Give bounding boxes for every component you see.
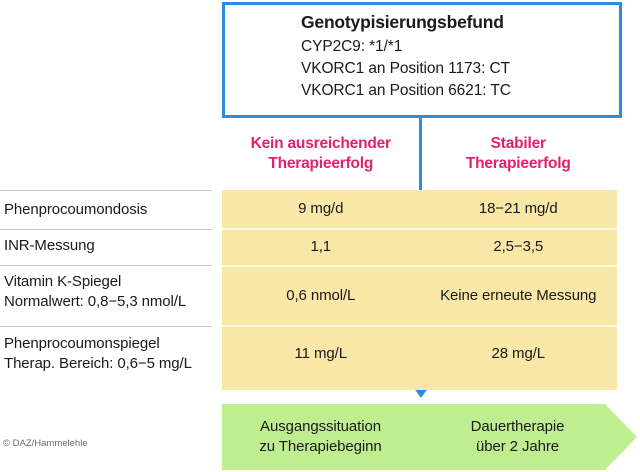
column-header-insufficient-line1: Kein ausreichender (250, 134, 391, 152)
value-separator-3 (222, 325, 617, 327)
row-label-vitamin-k-spiegel: Vitamin K-Spiegel Normalwert: 0,8−5,3 nm… (4, 272, 220, 312)
value-vitamin-k-stable: Keine erneute Messung (440, 286, 597, 304)
value-separator-1 (222, 228, 617, 230)
label-separator-3 (0, 326, 212, 327)
value-row-phenprocoumonspiegel: 11 mg/L 28 mg/L (222, 327, 617, 382)
credit-line: © DAZ/Hammelehle (3, 438, 88, 449)
row-label-phenprocoumonspiegel-therapeutic-range: Therap. Bereich: 0,6−5 mg/L (4, 354, 192, 372)
column-header-row: Kein ausreichender Therapieerfolg Stabil… (222, 122, 617, 186)
value-separator-2 (222, 265, 617, 267)
value-phenprocoumonspiegel-stable: 28 mg/L (491, 345, 546, 363)
column-header-stable-therapy: Stabiler Therapieerfolg (420, 122, 618, 186)
row-label-phenprocoumonspiegel-text: Phenprocoumonspiegel (4, 335, 160, 352)
row-label-vitamin-k-spiegel-text: Vitamin K-Spiegel (4, 273, 122, 290)
timeline-phase-maintenance-line2: über 2 Jahre (475, 438, 560, 455)
label-separator-2 (0, 265, 212, 266)
timeline-phase-baseline: Ausgangssituation zu Therapiebeginn (222, 404, 419, 470)
value-row-inr-messung: 1,1 2,5−3,5 (222, 230, 617, 265)
value-row-vitamin-k-spiegel: 0,6 nmol/L Keine erneute Messung (222, 267, 617, 325)
row-label-inr-messung: INR-Messung (4, 236, 220, 256)
column-header-stable-line2: Therapieerfolg (465, 155, 571, 172)
column-header-insufficient-therapy: Kein ausreichender Therapieerfolg (222, 122, 420, 186)
label-separator-top (0, 190, 212, 191)
row-label-inr-messung-text: INR-Messung (4, 237, 95, 254)
genotype-result-box: Genotypisierungsbefund CYP2C9: *1/*1 VKO… (222, 2, 622, 118)
timeline-banner: Ausgangssituation zu Therapiebeginn Daue… (222, 404, 637, 470)
value-phenprocoumondosis-insufficient: 9 mg/d (298, 199, 344, 217)
row-label-phenprocoumondosis-text: Phenprocoumondosis (4, 201, 148, 218)
genotype-box-title: Genotypisierungsbefund (301, 12, 504, 32)
timeline-phase-baseline-line1: Ausgangssituation (260, 418, 381, 436)
value-inr-stable: 2,5−3,5 (493, 238, 544, 256)
timeline-phase-baseline-line2: zu Therapiebeginn (259, 438, 382, 455)
row-label-phenprocoumondosis: Phenprocoumondosis (4, 200, 220, 220)
row-label-vitamin-k-spiegel-normal-range: Normalwert: 0,8−5,3 nmol/L (4, 292, 187, 310)
column-header-stable-line1: Stabiler (490, 134, 546, 152)
value-vitamin-k-insufficient: 0,6 nmol/L (286, 286, 356, 304)
column-header-insufficient-line2: Therapieerfolg (268, 155, 374, 172)
genotype-line-vkorc1-6621: VKORC1 an Position 6621: TC (301, 81, 511, 99)
value-panel: 9 mg/d 18−21 mg/d 1,1 2,5−3,5 0,6 nmol/L… (222, 190, 617, 390)
genotype-line-vkorc1-1173: VKORC1 an Position 1173: CT (301, 59, 510, 77)
value-row-phenprocoumondosis: 9 mg/d 18−21 mg/d (222, 190, 617, 228)
value-inr-insufficient: 1,1 (310, 238, 332, 256)
timeline-phase-maintenance-line1: Dauertherapie (470, 418, 565, 436)
genotype-line-cyp2c9: CYP2C9: *1/*1 (301, 37, 403, 55)
value-phenprocoumonspiegel-insufficient: 11 mg/L (294, 345, 347, 363)
row-label-phenprocoumonspiegel: Phenprocoumonspiegel Therap. Bereich: 0,… (4, 334, 220, 374)
timeline-phase-maintenance: Dauertherapie über 2 Jahre (419, 404, 616, 470)
value-phenprocoumondosis-stable: 18−21 mg/d (478, 199, 558, 217)
label-separator-1 (0, 229, 212, 230)
